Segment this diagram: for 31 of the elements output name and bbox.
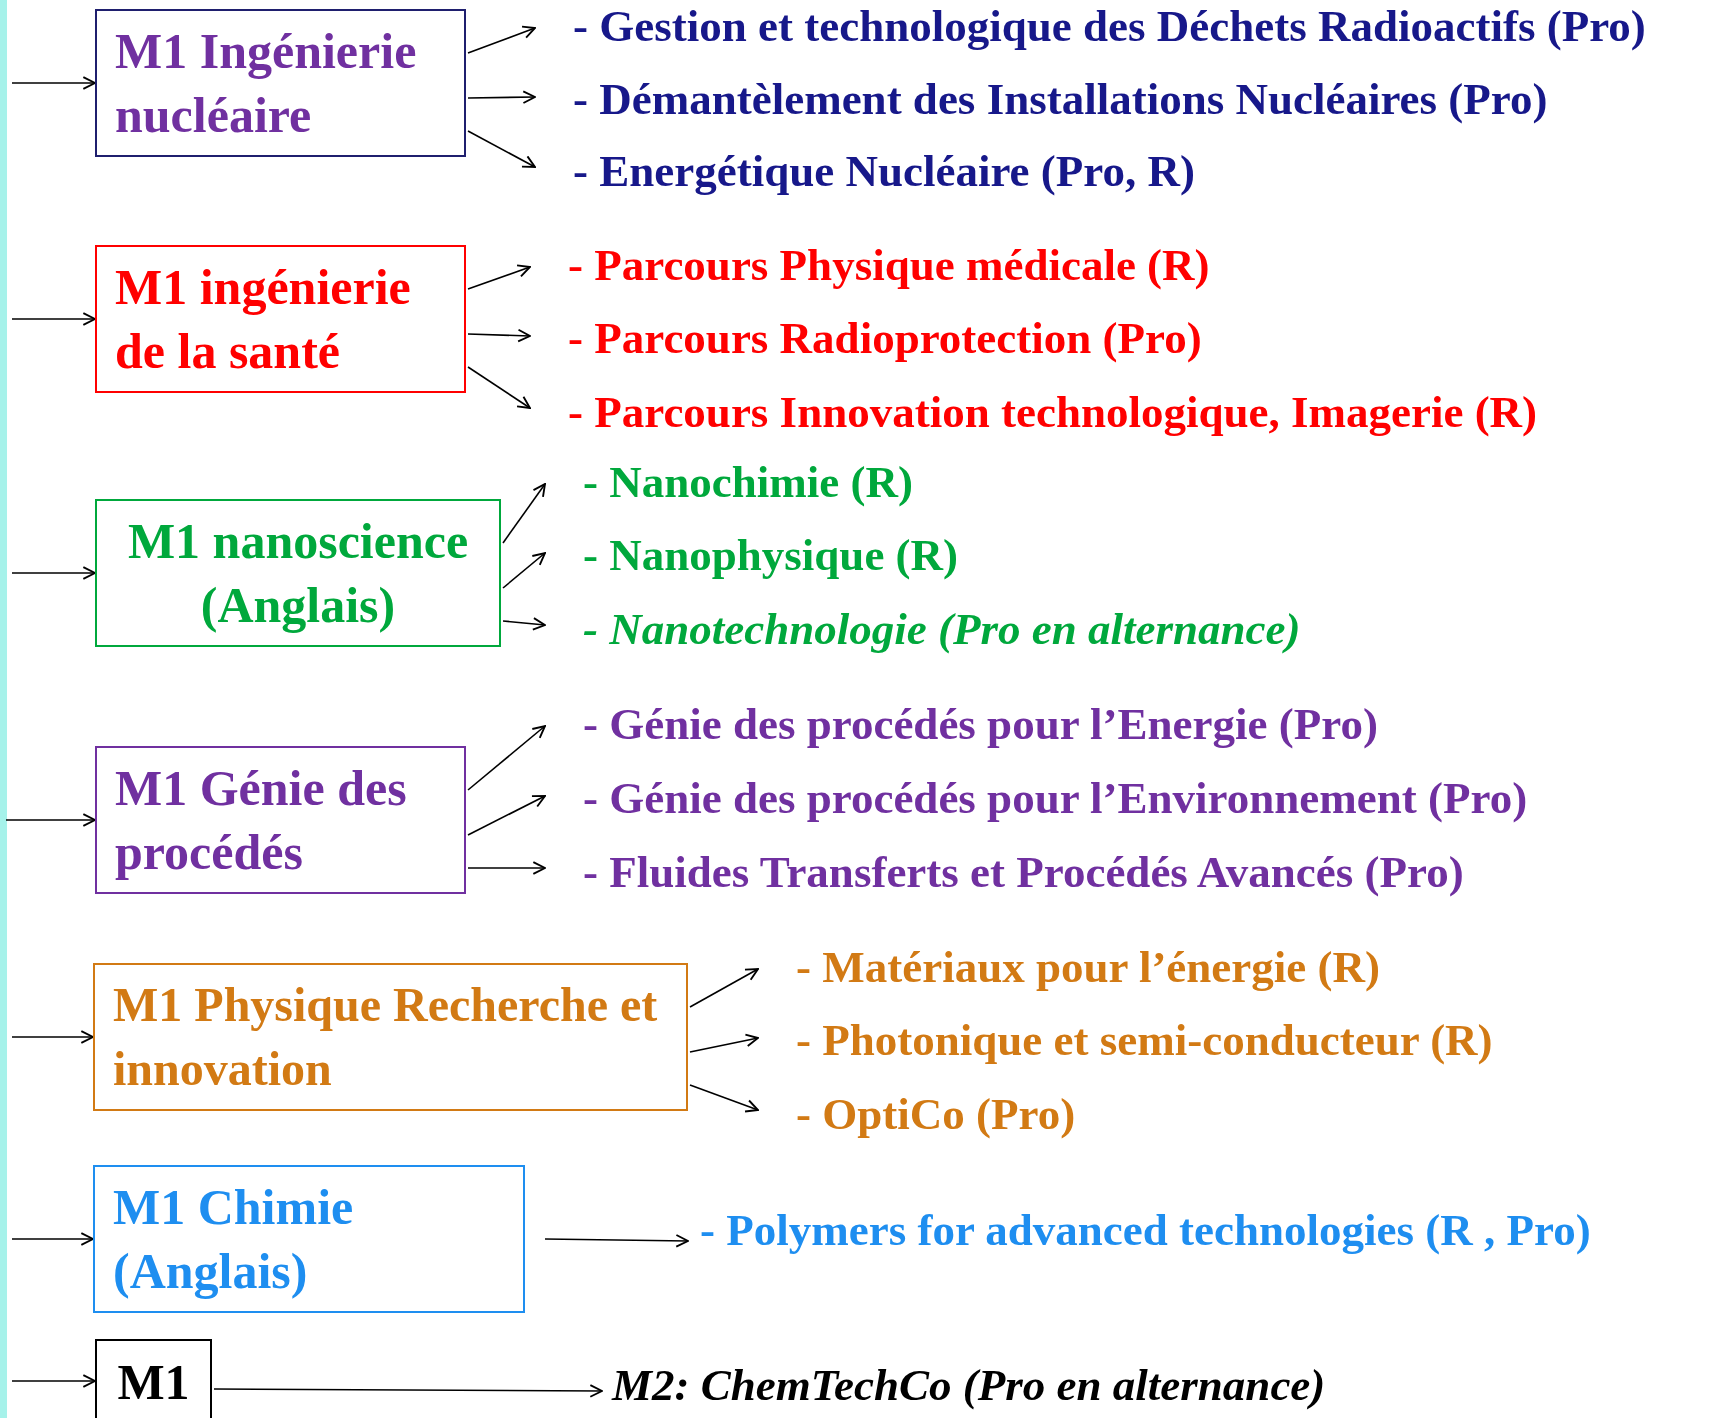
arrow	[11, 1374, 96, 1388]
arrow	[467, 861, 546, 875]
arrow	[467, 264, 531, 290]
arrow	[502, 483, 546, 544]
program-box: M1 Ingénierie nucléaire	[95, 9, 466, 157]
arrow	[11, 76, 96, 90]
program-box: M1 nanoscience (Anglais)	[95, 499, 501, 647]
arrow	[5, 813, 96, 827]
arrow	[467, 795, 546, 836]
arrow	[11, 312, 96, 326]
arrow	[467, 90, 536, 104]
arrow	[11, 1232, 94, 1246]
arrow	[544, 1234, 689, 1248]
arrow	[467, 328, 531, 343]
arrow	[11, 1030, 94, 1044]
program-box: M1 Génie des procédés	[95, 746, 466, 894]
arrow	[689, 1084, 759, 1113]
program-box: M1 Physique Recherche et innovation	[93, 963, 688, 1111]
program-box: M1 ingénierie de la santé	[95, 245, 466, 393]
arrow	[502, 617, 546, 631]
program-box: M1 Chimie (Anglais)	[93, 1165, 525, 1313]
arrow	[467, 366, 531, 409]
arrow	[689, 968, 759, 1008]
arrow	[213, 1384, 603, 1398]
arrow	[467, 25, 536, 54]
program-box: M1	[95, 1339, 212, 1418]
arrow	[502, 552, 546, 589]
arrow	[467, 130, 536, 168]
arrow	[689, 1033, 759, 1053]
arrow	[467, 725, 546, 791]
arrow	[11, 566, 96, 580]
